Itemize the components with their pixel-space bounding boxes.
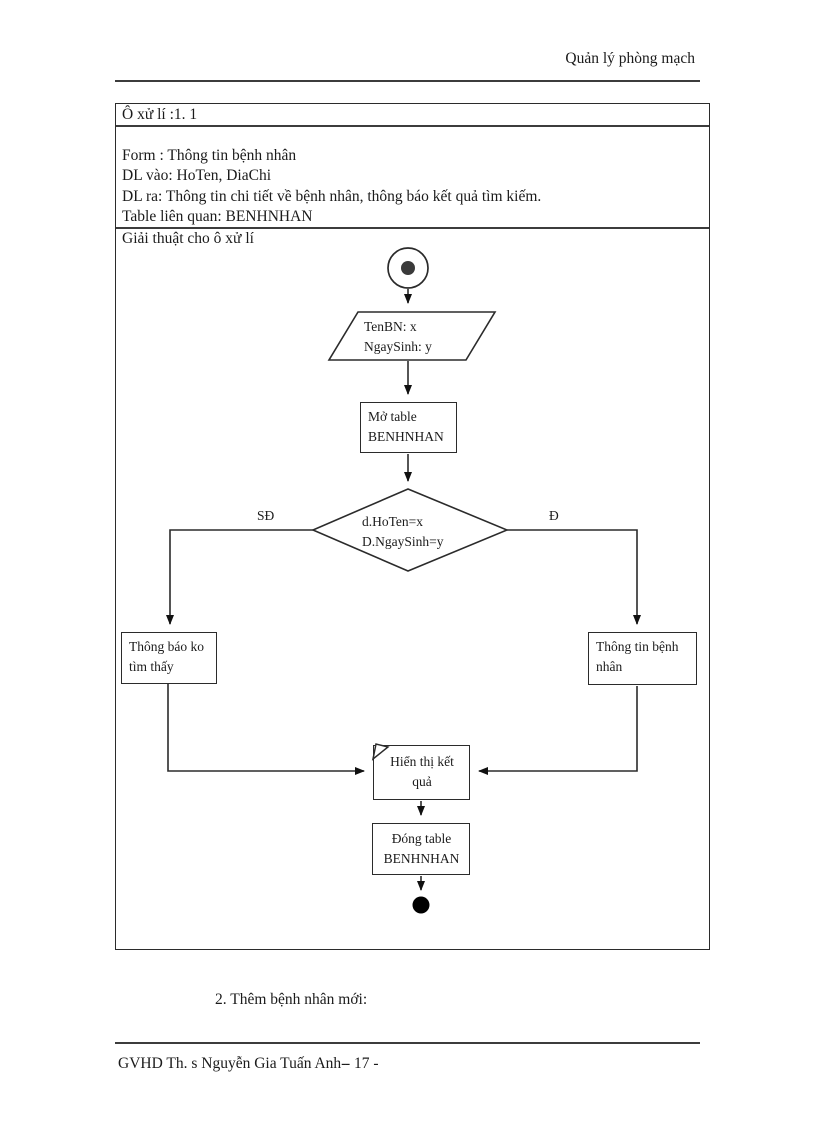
- open-table-line1: Mở table: [368, 409, 417, 424]
- form-line: Form : Thông tin bệnh nhân: [122, 147, 297, 164]
- open-table-box: Mở table BENHNHAN: [360, 402, 457, 453]
- patient-info-line1: Thông tin bệnh: [596, 639, 679, 654]
- input-parallelogram: [327, 311, 497, 361]
- patient-info-line2: nhân: [596, 659, 623, 674]
- connector-true-branch: [507, 529, 641, 625]
- false-branch-label: SĐ: [257, 508, 275, 523]
- header-rule: [115, 80, 700, 82]
- decision-diamond: [310, 488, 510, 572]
- footer-rule: [115, 1042, 700, 1044]
- footer-page-number: - 17 -: [345, 1055, 379, 1072]
- decision-line1: d.HoTen=x: [362, 514, 424, 529]
- input-line: DL vào: HoTen, DiaChi: [122, 167, 272, 184]
- end-node: [412, 896, 430, 914]
- decision-line2: D.NgaySinh=y: [362, 534, 444, 549]
- input-node-text: TenBN: x NgaySinh: y: [364, 317, 432, 357]
- connector-false-branch: [166, 529, 313, 625]
- process-cell-title: Ô xử lí :1. 1: [122, 106, 198, 123]
- algorithm-label: Giải thuật cho ô xử lí: [122, 230, 254, 247]
- display-line2: quả: [412, 774, 432, 789]
- footer-advisor: GVHD Th. s Nguyễn Gia Tuấn Anh-: [118, 1055, 347, 1072]
- open-table-line2: BENHNHAN: [368, 429, 444, 444]
- display-result-box: Hiển thị kết quả: [373, 745, 470, 800]
- start-node-dot: [401, 261, 415, 275]
- connector-patient-to-display: [478, 686, 638, 775]
- close-table-line2: BENHNHAN: [383, 851, 460, 866]
- close-table-line1: Đóng table: [391, 831, 452, 846]
- info-separator: [116, 227, 709, 229]
- true-branch-label: Đ: [549, 508, 559, 523]
- display-box-fold-icon: [371, 743, 390, 761]
- input-node-line2: NgaySinh: y: [364, 339, 432, 354]
- patient-info-box: Thông tin bệnh nhân: [588, 632, 697, 685]
- page-header-title: Quản lý phòng mạch: [565, 50, 695, 67]
- decision-node-text: d.HoTen=x D.NgaySinh=y: [362, 512, 444, 552]
- not-found-line2: tìm thấy: [129, 659, 174, 674]
- table-line: Table liên quan: BENHNHAN: [122, 208, 313, 225]
- not-found-box: Thông báo ko tìm thấy: [121, 632, 217, 684]
- close-table-box: Đóng table BENHNHAN: [372, 823, 470, 875]
- input-node-line1: TenBN: x: [364, 319, 417, 334]
- connector-notfound-to-display: [167, 684, 365, 775]
- title-separator: [116, 125, 709, 127]
- output-line: DL ra: Thông tin chi tiết về bệnh nhân, …: [122, 188, 542, 205]
- next-section-heading: 2. Thêm bệnh nhân mới:: [215, 991, 368, 1008]
- display-line1: Hiển thị kết: [390, 754, 454, 769]
- not-found-line1: Thông báo ko: [129, 639, 204, 654]
